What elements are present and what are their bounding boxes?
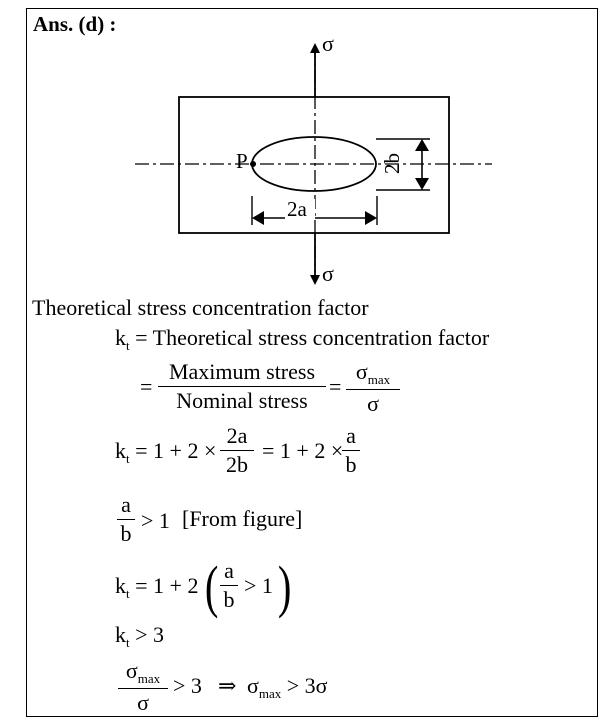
equals-sign-2: = bbox=[329, 374, 342, 399]
kt-substituted: kt = 1 + 2 bbox=[115, 573, 199, 601]
answer-frame bbox=[26, 8, 598, 717]
a-over-b-fraction-3: a b bbox=[220, 560, 238, 611]
a-over-b-fraction-1: a b bbox=[342, 425, 360, 476]
sigma-bottom-label: σ bbox=[322, 261, 334, 286]
right-paren: ) bbox=[277, 554, 292, 619]
a-over-b-greater-than-one: > 1 bbox=[141, 508, 170, 533]
equals-sign-1: = bbox=[140, 374, 153, 399]
kt-formula-line: kt = 1 + 2 × bbox=[115, 438, 217, 466]
plate-with-elliptical-hole-figure bbox=[135, 43, 492, 285]
from-figure-note: [From figure] bbox=[182, 506, 303, 531]
sigma-max-conclusion: σmax > 3σ bbox=[247, 673, 328, 701]
greater-than-one-in-paren: > 1 bbox=[244, 573, 273, 598]
point-p-dot bbox=[250, 161, 256, 167]
height-label-2b: 2b bbox=[380, 153, 404, 174]
sigma-ratio-fraction: σmax σ bbox=[346, 361, 400, 415]
intro-text: Theoretical stress concentration factor bbox=[32, 295, 369, 320]
sigma-top-label: σ bbox=[322, 31, 334, 56]
plate bbox=[178, 96, 450, 234]
answer-label: Ans. (d) : bbox=[33, 12, 117, 36]
kt-greater-than-three: kt > 3 bbox=[115, 622, 165, 650]
sigma-max-over-sigma-fraction: σmax σ bbox=[118, 660, 168, 714]
stress-ratio-fraction: Maximum stress Nominal stress bbox=[158, 361, 326, 412]
point-p-label: P bbox=[236, 149, 248, 173]
implies-arrow: ⇒ bbox=[218, 673, 237, 698]
left-paren: ( bbox=[204, 554, 219, 619]
kt-simplified: = 1 + 2 × bbox=[262, 438, 344, 463]
a-over-b-fraction-2: a b bbox=[117, 494, 135, 545]
kt-definition: kt = Theoretical stress concentration fa… bbox=[115, 325, 490, 353]
two-a-over-two-b-fraction: 2a 2b bbox=[220, 425, 254, 476]
width-label-2a: 2a bbox=[287, 197, 307, 221]
greater-than-three: > 3 bbox=[173, 673, 202, 698]
